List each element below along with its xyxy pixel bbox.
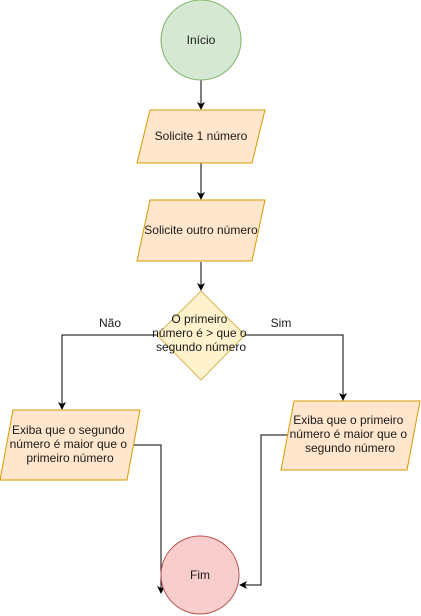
output-node-second-greater: Exiba que o segundo número é maior que o… [0,409,141,481]
decision-line-2: número é > que o [152,326,247,340]
input2-label: Solicite outro número [144,223,258,237]
out-right-line-3: segundo número [305,441,395,455]
edge-label-yes: Sim [271,316,292,330]
out-left-line-2: número é maior que o [10,437,128,451]
out-left-line-1: Exiba que o segundo [12,423,125,437]
edge-right-output-to-end [239,434,290,589]
decision-node: O primeiro número é > que o segundo núme… [152,290,250,381]
edge-decision-to-right-output [245,334,347,401]
start-label: Início [187,33,216,47]
edges [58,80,347,594]
out-right-line-2: número é maior que o [290,427,408,441]
edge-decision-to-left-output [58,334,157,410]
input1-label: Solicite 1 número [155,129,248,143]
input-node-first-number: Solicite 1 número [136,109,266,164]
out-right-label: Exiba que o primeiro número é maior que … [290,413,411,455]
decision-line-1: O primeiro [171,312,227,326]
out-left-line-3: primeiro número [26,451,114,465]
edge-left-output-to-end [130,444,165,594]
out-right-line-1: Exiba que o primeiro [293,413,403,427]
output-node-first-greater: Exiba que o primeiro número é maior que … [280,400,421,471]
out-left-label: Exiba que o segundo número é maior que o… [10,423,131,465]
decision-line-3: segundo número [156,340,246,354]
edge-labels: Não Sim [95,316,294,330]
input-node-second-number: Solicite outro número [136,199,266,262]
edge-label-no: Não [99,316,121,330]
start-node: Início [160,0,242,81]
end-label: Fim [190,568,210,582]
decision-label: O primeiro número é > que o segundo núme… [152,312,250,354]
end-node: Fim [160,535,240,615]
